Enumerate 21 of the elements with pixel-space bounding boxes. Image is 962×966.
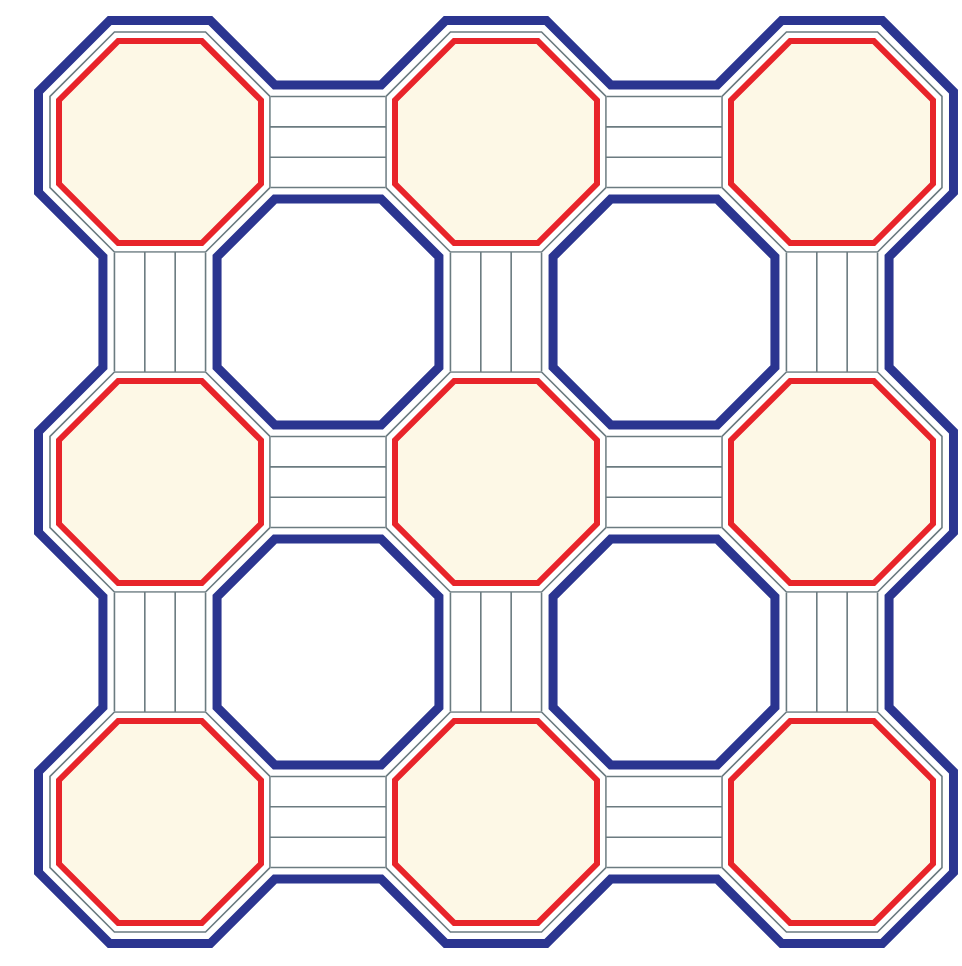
bridge — [605, 775, 723, 869]
bridge — [269, 95, 387, 189]
bridge — [269, 435, 387, 529]
bridge — [785, 251, 879, 373]
octagon — [721, 31, 943, 253]
octagon — [385, 371, 607, 593]
octagon — [49, 711, 271, 933]
bridge — [605, 435, 723, 529]
octagon — [49, 31, 271, 253]
bridge — [113, 251, 207, 373]
octagon — [721, 371, 943, 593]
octagon — [721, 711, 943, 933]
bridge — [269, 775, 387, 869]
bridge — [449, 251, 543, 373]
bridge — [785, 591, 879, 713]
octagon — [385, 711, 607, 933]
octagon — [385, 31, 607, 253]
bridge — [605, 95, 723, 189]
bridge — [449, 591, 543, 713]
octagon — [49, 371, 271, 593]
bridge — [113, 591, 207, 713]
